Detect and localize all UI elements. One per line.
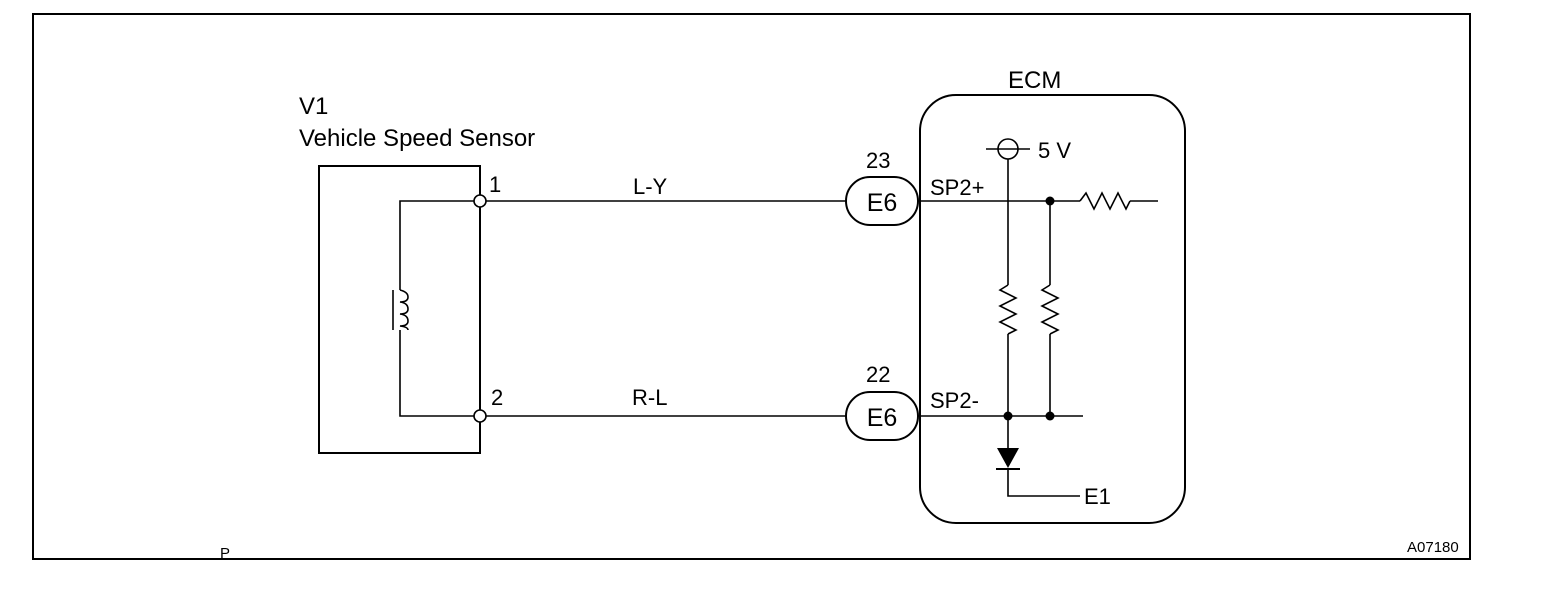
resistor-icon-series	[1079, 191, 1131, 211]
sensor-box	[318, 165, 481, 454]
connector-top-name: E6	[867, 189, 898, 217]
junction-dot	[1045, 411, 1055, 421]
connector-bottom-pin: 22	[866, 362, 890, 387]
diode-icon	[997, 448, 1019, 468]
coil-icon	[399, 289, 409, 331]
sensor-pin-2-label: 2	[491, 385, 503, 410]
resistor-icon-pullup	[998, 284, 1018, 335]
resistor-icon-shunt	[1040, 284, 1060, 335]
figure-code: A07180	[1407, 539, 1459, 556]
ecm-terminal-minus: SP2-	[930, 388, 979, 413]
wire-top-color: L-Y	[633, 174, 668, 199]
ecm-ground-line	[1007, 469, 1080, 497]
diagram-frame	[32, 13, 1471, 560]
sensor-terminal-1	[473, 194, 487, 208]
ecm-title: ECM	[1008, 67, 1061, 94]
junction-dot	[1045, 196, 1055, 206]
wire-bottom-color: R-L	[632, 385, 667, 410]
footer-mark: P	[220, 545, 230, 562]
connector-top-pin: 23	[866, 148, 890, 173]
sensor-name: Vehicle Speed Sensor	[299, 125, 535, 152]
junction-dot	[1003, 411, 1013, 421]
ecm-supply-label: 5 V	[1038, 138, 1071, 163]
ecm-box	[919, 94, 1186, 524]
connector-bottom-name: E6	[867, 404, 898, 432]
sensor-terminal-2	[473, 409, 487, 423]
ecm-ground-label: E1	[1084, 484, 1111, 509]
sensor-internal-wire-bottom	[399, 330, 474, 417]
sensor-internal-wire-top	[399, 200, 474, 290]
sensor-id: V1	[299, 93, 328, 120]
sensor-pin-1-label: 1	[489, 172, 501, 197]
ecm-terminal-plus: SP2+	[930, 175, 984, 200]
